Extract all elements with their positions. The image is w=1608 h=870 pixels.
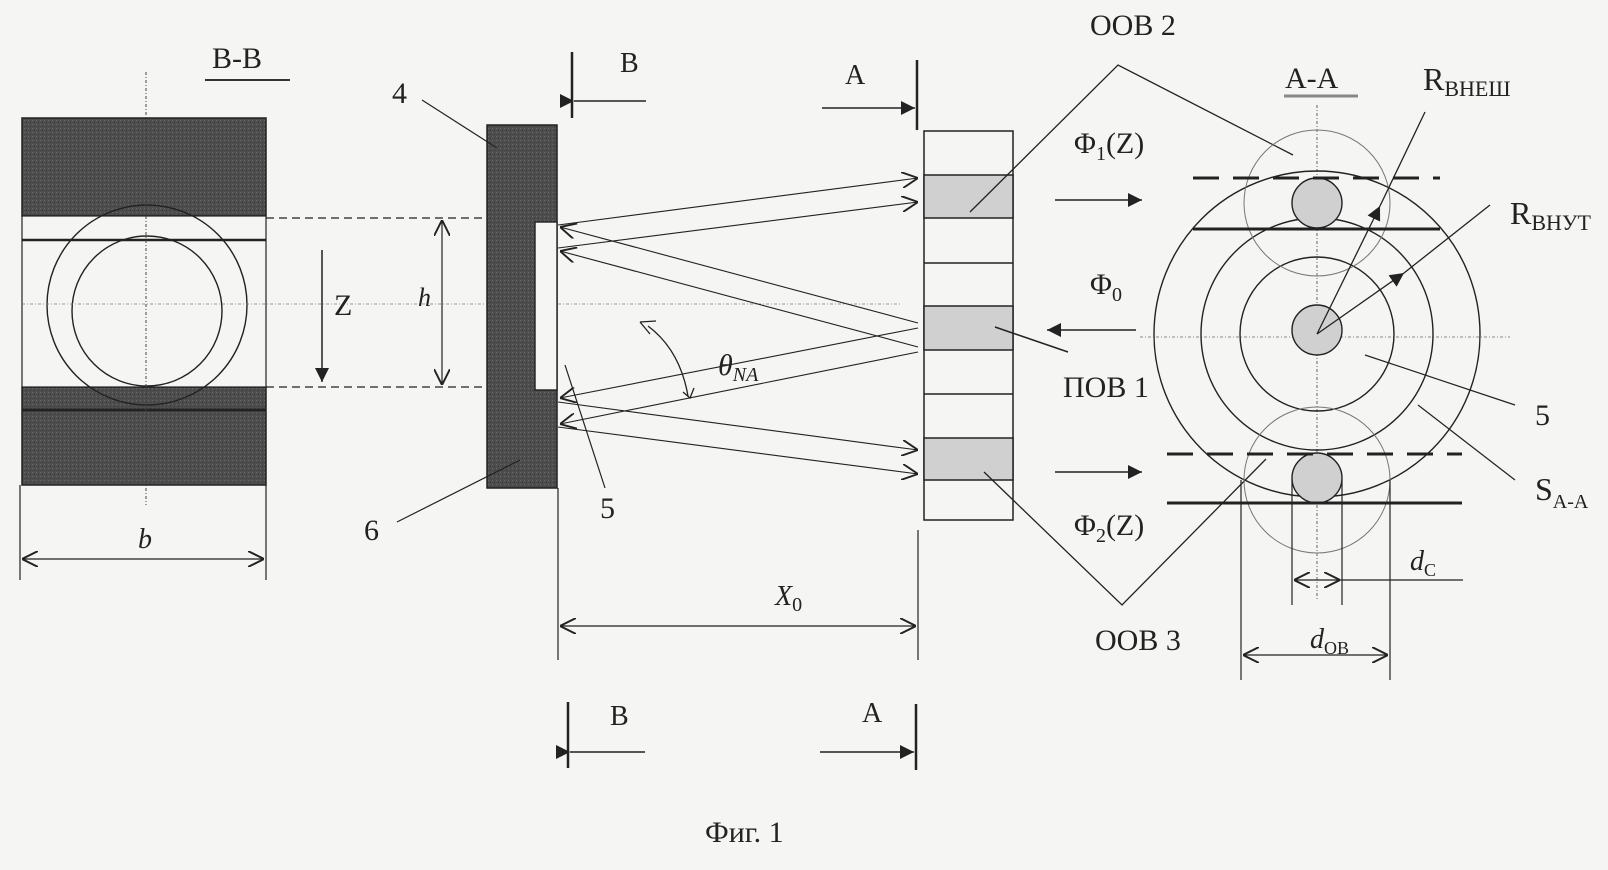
ray <box>558 178 918 225</box>
aa-top-core <box>1292 178 1342 228</box>
dim-dob-label: dOB <box>1310 624 1349 658</box>
aa-bottom-core <box>1292 453 1342 503</box>
dim-dc-label: dC <box>1410 546 1436 580</box>
section-aa: A-A RВНЕШ RВНУТ 5 SA-A dC <box>1140 61 1591 680</box>
bb-bottom-block <box>22 387 266 485</box>
x0-dimension: X0 <box>560 530 918 660</box>
r-inner-label: RВНУТ <box>1510 195 1591 235</box>
label-5-aa: 5 <box>1535 399 1550 432</box>
z-axis-label: Z <box>334 289 352 322</box>
phi1-label: Φ1(Z) <box>1074 127 1144 165</box>
cut-a-bottom: A <box>862 698 883 729</box>
dim-x0-label: X0 <box>774 581 802 616</box>
ray <box>558 402 918 450</box>
dim-h-label: h <box>418 283 431 312</box>
dim-b-label: b <box>138 524 152 555</box>
phi0-label: Φ0 <box>1090 268 1122 306</box>
section-bb-title: B-B <box>212 42 262 75</box>
emitter-window <box>535 222 557 390</box>
cut-b-top: B <box>620 48 639 79</box>
ray <box>558 427 918 474</box>
ray <box>560 251 918 347</box>
ray <box>560 227 918 323</box>
cut-marks: B A B A <box>568 48 917 770</box>
section-aa-title: A-A <box>1285 62 1339 95</box>
fiber-stack <box>924 131 1013 520</box>
phi2-label: Φ2(Z) <box>1074 509 1144 547</box>
oob3-label: ООВ 3 <box>1095 624 1181 657</box>
flux-labels: Φ1(Z) Φ0 Φ2(Z) ПОВ 1 ООВ 2 ООВ 3 <box>970 9 1293 657</box>
oob2-label: ООВ 2 <box>1090 9 1176 42</box>
label-4: 4 <box>392 77 407 110</box>
cut-b-bottom: B <box>610 701 629 732</box>
label-6: 6 <box>364 514 379 547</box>
fiber-oob2 <box>924 175 1013 218</box>
section-bb: B-B b <box>20 42 900 580</box>
fiber-oob3 <box>924 438 1013 480</box>
figure-caption: Фиг. 1 <box>705 816 784 849</box>
angle-label: θNA <box>718 349 759 386</box>
light-rays <box>558 178 918 474</box>
bb-top-block <box>22 118 266 216</box>
source-assembly: Z h 4 6 5 θNA <box>322 77 759 660</box>
pov1-label: ПОВ 1 <box>1063 371 1149 404</box>
angle-arc <box>648 326 688 396</box>
aa-center-fiber <box>1292 305 1342 355</box>
label-5-source: 5 <box>600 492 615 525</box>
cut-a-top: A <box>845 60 866 91</box>
r-inner-arrow <box>1317 273 1404 334</box>
s-aa-label: SA-A <box>1535 471 1589 513</box>
r-outer-label: RВНЕШ <box>1423 61 1511 101</box>
